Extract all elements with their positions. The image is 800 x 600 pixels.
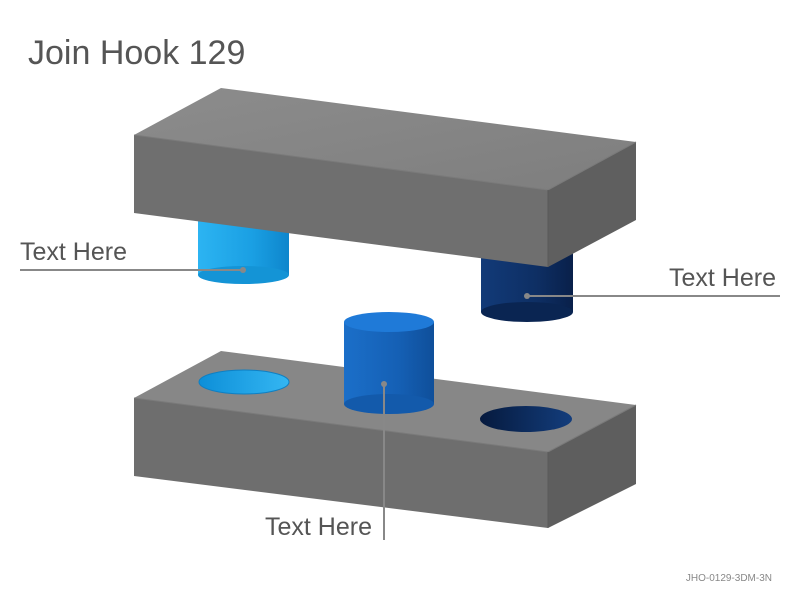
label-right: Text Here — [669, 264, 776, 292]
dark-blue-hole — [480, 406, 572, 432]
leader-line-right — [524, 293, 780, 299]
diagram-code: JHO-0129-3DM-3N — [685, 573, 772, 584]
label-bottom: Text Here — [265, 513, 372, 541]
light-blue-hole — [198, 369, 290, 395]
leader-line-bottom — [381, 381, 387, 540]
diagram-title: Join Hook 129 — [28, 34, 246, 72]
label-left: Text Here — [20, 238, 127, 266]
mid-blue-peg — [344, 312, 434, 414]
leader-line-left — [20, 267, 246, 273]
top-block — [133, 88, 637, 267]
